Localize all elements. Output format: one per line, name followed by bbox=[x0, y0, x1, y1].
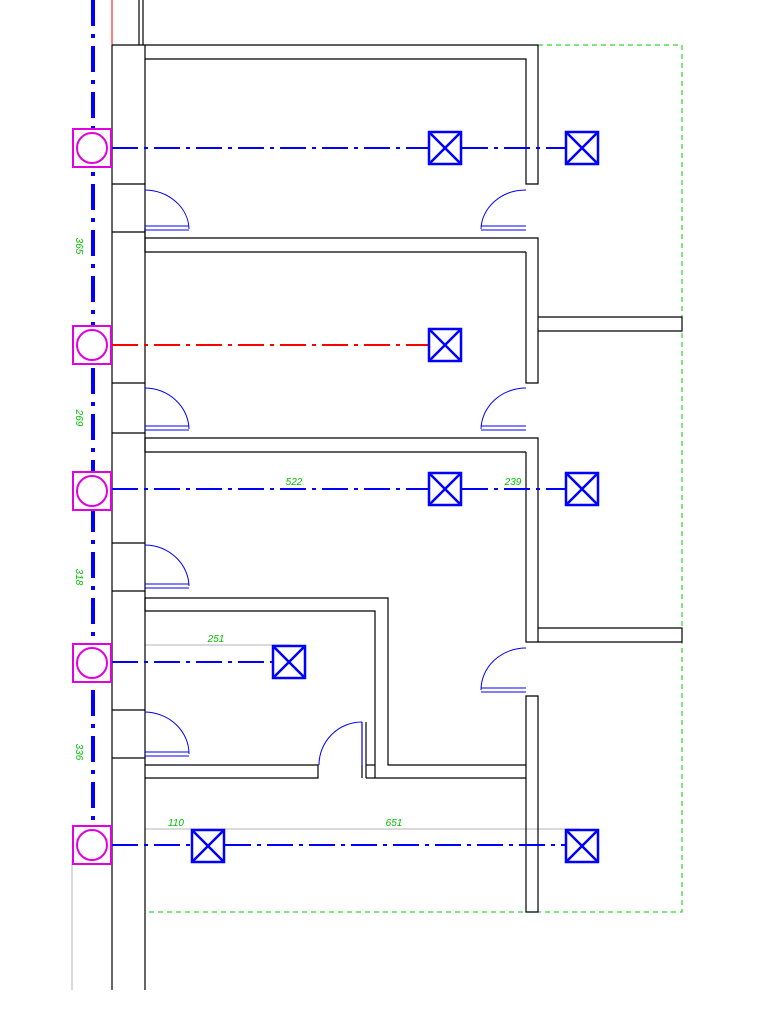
fixtures bbox=[190, 130, 600, 864]
door-swing-icon bbox=[144, 544, 190, 589]
dim-vertical-4: 336 bbox=[73, 744, 84, 761]
riser-circle-icon bbox=[72, 825, 112, 865]
door-swing-icon bbox=[318, 721, 363, 766]
dim-run-5-main: 651 bbox=[386, 818, 403, 829]
door-swing-icon bbox=[144, 189, 190, 231]
drain-box-x-icon bbox=[427, 471, 463, 507]
drain-box-x-icon bbox=[190, 828, 226, 864]
dim-vertical-3: 318 bbox=[73, 569, 84, 586]
dim-vertical-2: 269 bbox=[73, 409, 84, 427]
dim-run-3-branch: 239 bbox=[504, 477, 522, 488]
riser-circle-icon bbox=[72, 643, 112, 683]
drain-box-x-icon bbox=[564, 130, 600, 166]
door-swing-icon bbox=[480, 189, 527, 231]
door-swing-icon bbox=[480, 647, 527, 693]
door-swing-icon bbox=[144, 711, 190, 757]
drain-box-x-icon bbox=[564, 471, 600, 507]
drain-box-x-icon bbox=[564, 828, 600, 864]
dim-run-4-main: 251 bbox=[207, 634, 225, 645]
exterior-walls bbox=[111, 0, 146, 990]
riser-circle-icon bbox=[72, 128, 112, 168]
door-swing-icon bbox=[480, 387, 527, 431]
lot-boundary bbox=[145, 44, 683, 913]
pipe-runs bbox=[112, 147, 565, 846]
interior-walls bbox=[144, 44, 683, 913]
doors bbox=[144, 189, 527, 766]
drain-box-x-icon bbox=[271, 644, 307, 680]
dim-vertical-1: 365 bbox=[73, 238, 84, 255]
riser-circle-icon bbox=[72, 325, 112, 365]
door-swing-icon bbox=[144, 387, 190, 431]
drain-box-x-icon bbox=[427, 327, 463, 363]
drain-box-x-icon bbox=[427, 130, 463, 166]
risers bbox=[72, 128, 112, 865]
riser-circle-icon bbox=[72, 471, 112, 511]
guide-lines bbox=[71, 644, 580, 990]
dim-run-5-first: 110 bbox=[168, 818, 184, 829]
dim-run-3-main: 522 bbox=[286, 477, 303, 488]
